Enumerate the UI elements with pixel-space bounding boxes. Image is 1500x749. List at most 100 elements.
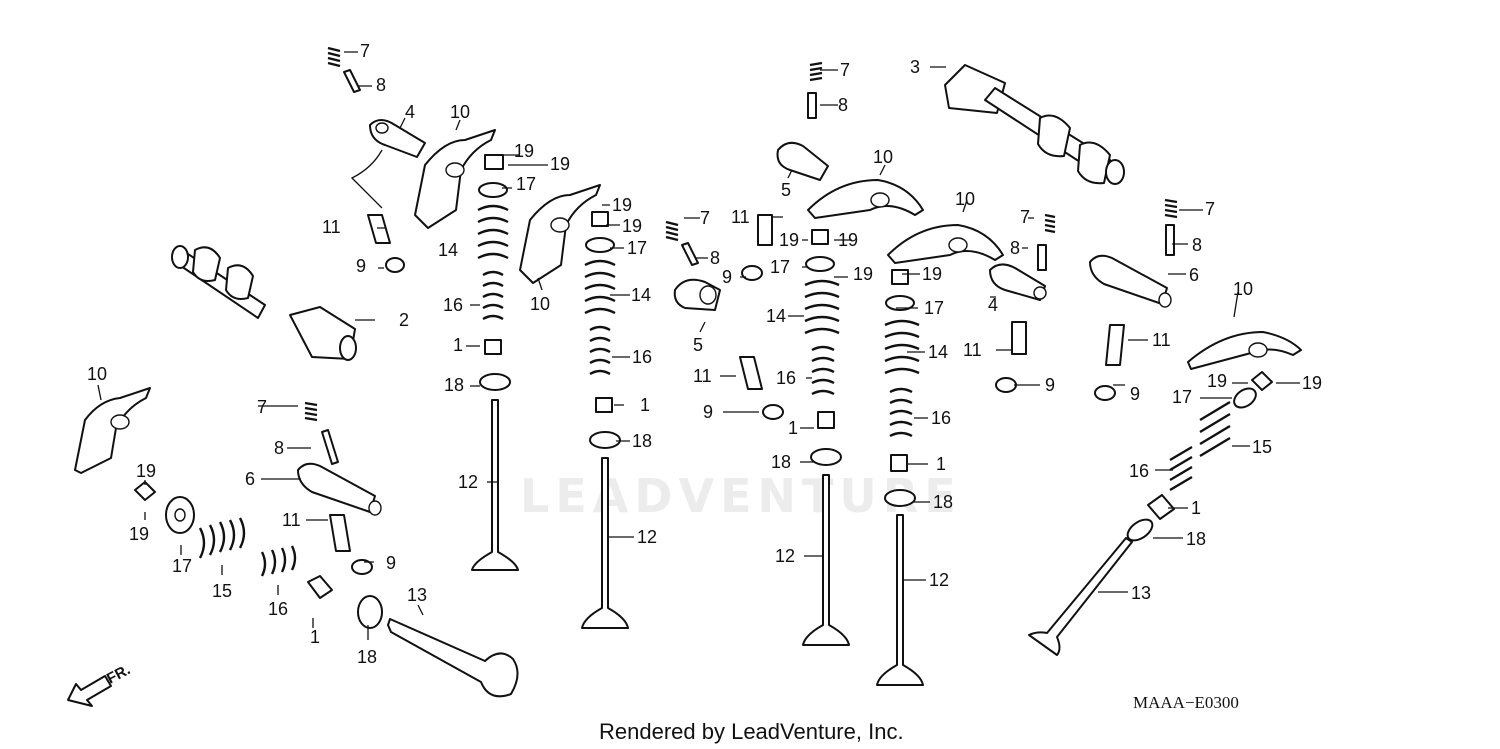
tappet <box>367 214 391 244</box>
rocker-shaft <box>673 278 721 311</box>
small-spring <box>327 46 361 93</box>
valve-assembly <box>1028 371 1273 656</box>
callout-8: 8 <box>376 75 386 95</box>
callout-15: 15 <box>212 581 232 601</box>
callout-17: 17 <box>172 556 192 576</box>
callout-19: 19 <box>1302 373 1322 393</box>
callout-10: 10 <box>87 364 107 384</box>
callout-9: 9 <box>386 553 396 573</box>
callout-13: 13 <box>1131 583 1151 603</box>
callout-5: 5 <box>781 180 791 200</box>
small-spring <box>665 220 699 266</box>
callout-18: 18 <box>771 452 791 472</box>
callout-14: 14 <box>928 342 948 362</box>
callout-8: 8 <box>274 438 284 458</box>
credit-line: Rendered by LeadVenture, Inc. <box>599 719 904 744</box>
rocker-shaft <box>776 141 829 181</box>
callout-16: 16 <box>931 408 951 428</box>
tappet <box>1011 321 1027 355</box>
small-spring <box>1037 213 1056 271</box>
callout-13: 13 <box>407 585 427 605</box>
rocker-arm <box>807 179 924 219</box>
callout-11: 11 <box>282 510 301 530</box>
callout-12: 12 <box>637 527 657 547</box>
callout-18: 18 <box>444 375 464 395</box>
callout-19: 19 <box>779 230 799 250</box>
callout-16: 16 <box>443 295 463 315</box>
callout-7: 7 <box>840 60 850 80</box>
callout-labels: 7 8 4 10 19 19 17 11 14 9 2 16 1 18 12 1… <box>87 41 1322 667</box>
callout-19: 19 <box>550 154 570 174</box>
callout-19: 19 <box>853 264 873 284</box>
shim <box>1094 385 1116 401</box>
small-spring <box>1164 198 1178 256</box>
callout-10: 10 <box>873 147 893 167</box>
callout-14: 14 <box>631 285 651 305</box>
callout-19: 19 <box>838 230 858 250</box>
callout-1: 1 <box>788 418 798 438</box>
callout-19: 19 <box>1207 371 1227 391</box>
callout-10: 10 <box>530 294 550 314</box>
shim <box>385 257 405 273</box>
callout-4: 4 <box>405 102 415 122</box>
callout-6: 6 <box>245 469 255 489</box>
callout-8: 8 <box>838 95 848 115</box>
callout-3: 3 <box>910 57 920 77</box>
valve-assembly <box>581 211 629 629</box>
callout-17: 17 <box>516 174 536 194</box>
callout-19: 19 <box>514 141 534 161</box>
camshaft-right <box>944 64 1125 185</box>
callout-9: 9 <box>722 267 732 287</box>
callout-11: 11 <box>322 217 341 237</box>
leader-lines <box>97 51 1300 640</box>
callout-7: 7 <box>360 41 370 61</box>
callout-17: 17 <box>924 298 944 318</box>
callout-11: 11 <box>1152 330 1171 350</box>
rocker-arm <box>414 129 496 229</box>
rocker-shaft <box>1089 254 1172 308</box>
rocker-shaft <box>297 462 382 516</box>
callout-7: 7 <box>1020 207 1030 227</box>
callout-16: 16 <box>776 368 796 388</box>
callout-1: 1 <box>1191 498 1201 518</box>
valve-assembly <box>471 154 519 571</box>
callout-1: 1 <box>640 395 650 415</box>
valve-assembly <box>802 229 850 646</box>
callout-15: 15 <box>1252 437 1272 457</box>
callout-6: 6 <box>1189 265 1199 285</box>
callout-16: 16 <box>632 347 652 367</box>
camshaft-left <box>171 245 357 361</box>
callout-11: 11 <box>693 366 712 386</box>
front-direction-arrow <box>67 675 112 707</box>
shim <box>995 377 1017 393</box>
tappet <box>329 514 351 552</box>
callout-1: 1 <box>936 454 946 474</box>
callout-1: 1 <box>453 335 463 355</box>
callout-11: 11 <box>731 207 750 227</box>
callout-12: 12 <box>458 472 478 492</box>
callout-12: 12 <box>775 546 795 566</box>
callout-17: 17 <box>1172 387 1192 407</box>
shim <box>741 265 763 281</box>
callout-18: 18 <box>357 647 377 667</box>
callout-11: 11 <box>963 340 982 360</box>
callout-7: 7 <box>257 397 267 417</box>
valve-assembly <box>134 481 519 698</box>
shim <box>762 404 784 420</box>
small-spring <box>807 61 823 119</box>
diagram-code: MAAA−E0300 <box>1133 693 1239 712</box>
callout-4: 4 <box>988 295 998 315</box>
callout-19: 19 <box>922 264 942 284</box>
callout-18: 18 <box>632 431 652 451</box>
callout-8: 8 <box>1192 235 1202 255</box>
callout-5: 5 <box>693 335 703 355</box>
callout-1: 1 <box>310 627 320 647</box>
callout-17: 17 <box>627 238 647 258</box>
callout-19: 19 <box>612 195 632 215</box>
callout-9: 9 <box>356 256 366 276</box>
callout-12: 12 <box>929 570 949 590</box>
callout-7: 7 <box>1205 199 1215 219</box>
callout-9: 9 <box>1045 375 1055 395</box>
shim <box>351 559 373 575</box>
